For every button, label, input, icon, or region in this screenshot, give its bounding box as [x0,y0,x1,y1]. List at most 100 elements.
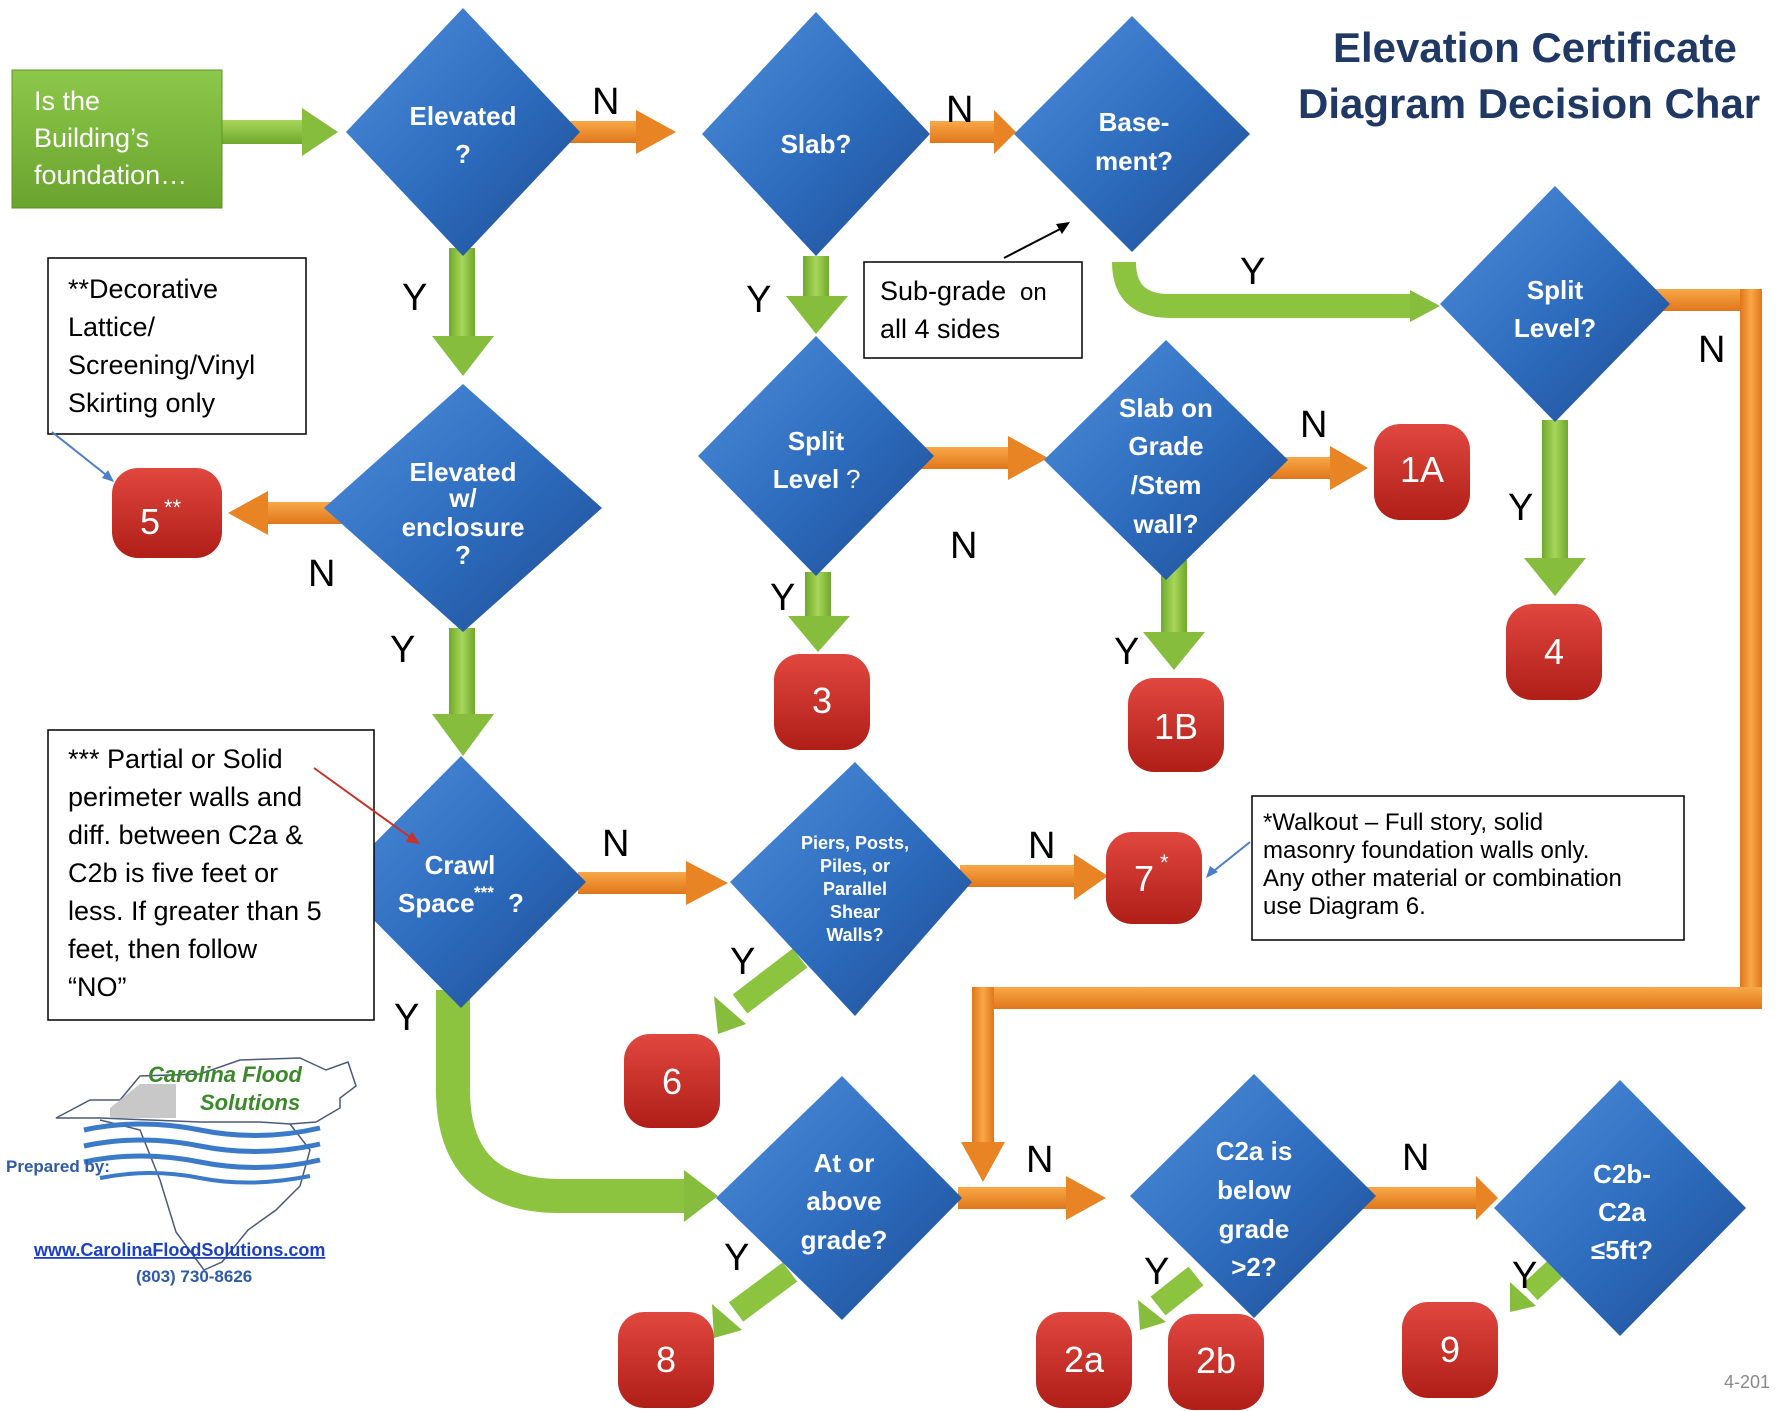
arrow-enclosure-to-crawl [432,628,494,756]
elevated-line-2: ? [455,139,471,169]
arrow-split-mid-to-slab-grade [918,436,1048,480]
crawl-note-line-5: less. If greater than 5 [68,896,322,926]
house-icon [110,1084,176,1118]
decision-at-above-grade: At or above grade? [716,1076,962,1320]
piers-line-4: Shear [830,902,880,922]
arrow-start-to-elevated [222,108,338,156]
slab-grade-line-3: /Stem [1131,470,1202,500]
decision-slab: Slab? [702,12,930,256]
split-mid-qmark: ? [846,464,860,494]
decision-split-level-mid: Split Level ? [698,336,934,576]
arrow-slab-grade-to-1a [1270,446,1368,490]
grade-line-1: At or [814,1148,875,1178]
label-y-slab-grade: Y [1114,631,1139,673]
piers-line-2: Piles, or [820,856,890,876]
label-y-split-mid: Y [770,577,795,619]
result-2b: 2b [1168,1314,1264,1410]
elevated-line-1: Elevated [410,101,517,131]
arrow-c2a-to-2a [1138,1266,1204,1330]
arrow-split-right-to-4 [1524,420,1586,596]
decision-elevated: Elevated ? [346,8,580,256]
arrow-crawl-to-grade [436,990,718,1222]
result-4-label: 4 [1544,631,1564,672]
c2a-line-3: grade [1219,1214,1290,1244]
company-phone: (803) 730-8626 [136,1267,252,1286]
decision-c2a-below: C2a is below grade >2? [1130,1074,1376,1318]
result-7-superscript: * [1160,850,1169,875]
walkout-line-4: use Diagram 6. [1263,893,1426,920]
label-n-elevated: N [592,81,619,123]
result-5: 5 ** [112,468,222,558]
label-n-split-mid: N [950,525,977,567]
decision-elevated-enclosure: Elevated w/ enclosure ? [324,384,602,632]
result-2a: 2a [1036,1312,1132,1408]
crawl-note-line-6: feet, then follow [68,934,258,964]
c2a-line-2: below [1217,1175,1291,1205]
footer-date: 4-201 [1724,1372,1770,1392]
decorative-line-1: **Decorative [68,274,218,304]
arrow-slab-grade-to-1b [1143,560,1205,670]
c2b-line-2: C2a [1598,1197,1646,1227]
split-mid-line-2: Level [773,464,840,494]
subgrade-line-2: all 4 sides [880,314,1000,344]
label-y-slab: Y [746,279,771,321]
label-n-piers: N [1028,825,1055,867]
decorative-line-4: Skirting only [68,388,216,418]
result-2a-label: 2a [1064,1339,1105,1380]
arrow-piers-to-6 [714,948,808,1034]
enclosure-line-3: enclosure [402,512,525,542]
result-4: 4 [1506,604,1602,700]
result-8: 8 [618,1312,714,1408]
result-9: 9 [1402,1302,1498,1398]
decorative-line-2: Lattice/ [68,312,156,342]
enclosure-line-2: w/ [448,483,476,513]
result-1b: 1B [1128,678,1224,772]
grade-line-2: above [806,1186,881,1216]
label-y-split-right: Y [1508,487,1533,529]
result-1a-label: 1A [1400,449,1444,490]
label-y-enclosure: Y [390,629,415,671]
decision-split-level-right: Split Level? [1440,186,1670,422]
label-y-basement: Y [1240,251,1265,293]
label-n-grade: N [1026,1139,1053,1181]
arrow-basement-to-split-right [1112,261,1440,322]
crawl-superscript: *** [474,883,494,902]
result-5-superscript: ** [164,495,182,520]
label-n-enclosure: N [308,553,335,595]
basement-line-2: ment? [1095,146,1173,176]
result-1b-label: 1B [1154,706,1198,747]
note-decorative: **Decorative Lattice/ Screening/Vinyl Sk… [47,257,307,482]
crawl-note-line-7: “NO” [68,972,126,1002]
crawl-line-1: Crawl [425,850,496,880]
state-outline-nc [55,1057,357,1125]
subgrade-line-1a: Sub-grade [880,276,1006,306]
arrow-elevated-to-enclosure [432,248,494,376]
result-8-label: 8 [656,1339,676,1380]
subgrade-line-1b: on [1020,279,1047,306]
c2a-line-1: C2a is [1216,1136,1293,1166]
arrow-elevated-to-slab [570,110,676,154]
state-outline-sc [99,1119,311,1271]
result-1a: 1A [1374,424,1470,520]
title-line-1: Elevation Certificate [1333,24,1737,71]
arrow-c2b-to-9 [1510,1259,1564,1312]
split-right-line-1: Split [1527,275,1584,305]
crawl-note-line-3: diff. between C2a & [68,820,303,850]
prepared-by: Prepared by: [6,1157,110,1176]
piers-line-1: Piers, Posts, [801,833,909,853]
label-y-c2a: Y [1144,1251,1169,1293]
result-7-label: 7 [1134,858,1154,899]
logo-line-2: Solutions [200,1090,300,1115]
walkout-line-3: Any other material or combination [1263,865,1622,892]
note-walkout: *Walkout – Full story, solid masonry fou… [1206,795,1685,941]
c2a-line-4: >2? [1231,1252,1277,1282]
arrow-c2a-to-c2b [1360,1176,1498,1220]
decision-basement: Base- ment? [1014,16,1250,252]
note-subgrade: Sub-grade on all 4 sides [863,222,1083,359]
arrow-grade-to-8 [712,1262,798,1338]
label-n-c2a: N [1402,1137,1429,1179]
company-url-link[interactable]: www.CarolinaFloodSolutions.com [33,1240,325,1260]
start-line-2: Building’s [34,123,149,153]
arrow-piers-to-7 [960,854,1108,900]
